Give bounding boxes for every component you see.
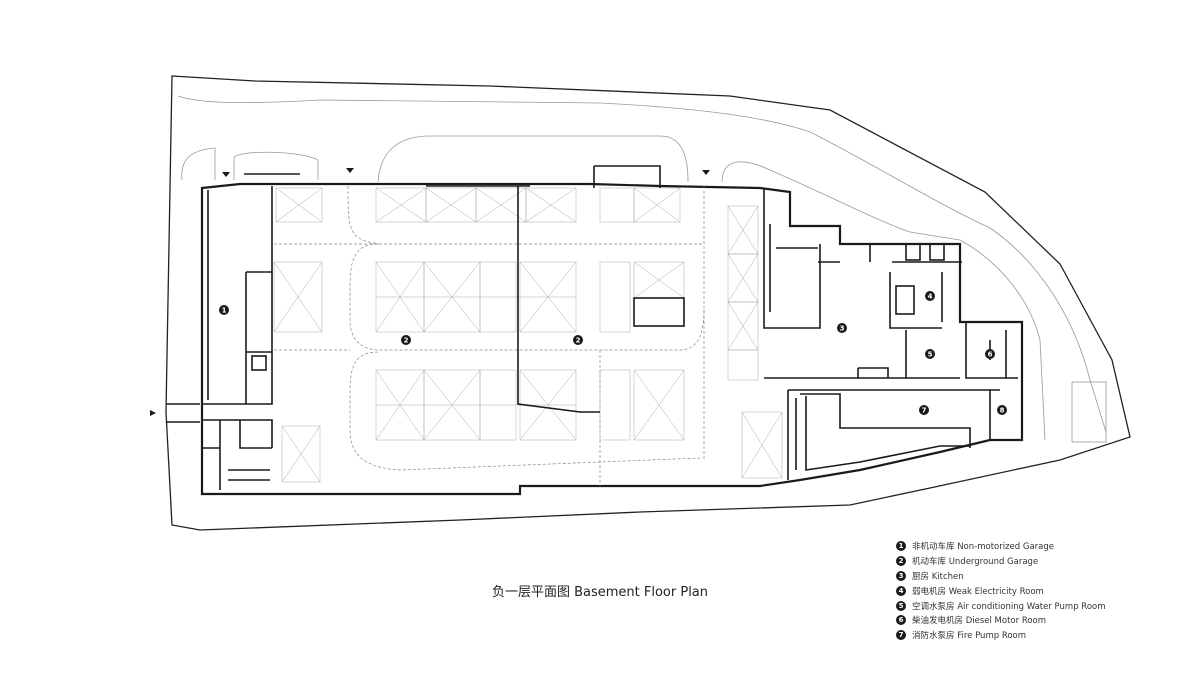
legend-item: 6 柴油发电机房 Diesel Motor Room bbox=[896, 613, 1192, 628]
svg-text:5: 5 bbox=[928, 351, 933, 359]
svg-text:6: 6 bbox=[988, 351, 993, 359]
legend-number: 7 bbox=[896, 630, 906, 641]
legend: 1 非机动车库 Non-motorized Garage 2 机动车库 Underg… bbox=[896, 539, 1192, 643]
site-road bbox=[177, 95, 1107, 433]
legend-number: 4 bbox=[896, 585, 906, 596]
legend-label: 柴油发电机房 Diesel Motor Room bbox=[912, 616, 1047, 627]
site-pad bbox=[1071, 381, 1107, 443]
legend-label: 弱电机房 Weak Electricity Room bbox=[912, 586, 1044, 597]
legend-item: 1 非机动车库 Non-motorized Garage bbox=[896, 539, 1192, 554]
parking-bays bbox=[273, 187, 783, 483]
site-boundary bbox=[165, 75, 1131, 531]
legend-label: 非机动车库 Non-motorized Garage bbox=[912, 542, 1054, 553]
legend-item: 3 厨房 Kitchen bbox=[896, 569, 1192, 584]
legend-number: 2 bbox=[896, 556, 906, 567]
legend-number: 3 bbox=[896, 570, 906, 581]
room-marker-5: 5 bbox=[925, 349, 935, 359]
room-marker-2b: 2 bbox=[573, 335, 583, 345]
interior-walls bbox=[166, 165, 1018, 490]
plan-caption: 负一层平面图 Basement Floor Plan bbox=[491, 585, 709, 600]
svg-text:7: 7 bbox=[922, 407, 927, 415]
legend-number: 5 bbox=[896, 600, 906, 611]
room-marker-4: 4 bbox=[925, 291, 935, 301]
svg-text:3: 3 bbox=[840, 325, 845, 333]
svg-text:4: 4 bbox=[928, 293, 933, 301]
room-marker-2a: 2 bbox=[401, 335, 411, 345]
legend-label: 消防水泵房 Fire Pump Room bbox=[912, 631, 1027, 642]
legend-label: 机动车库 Underground Garage bbox=[912, 557, 1039, 568]
legend-number: 1 bbox=[896, 541, 906, 552]
svg-text:1: 1 bbox=[222, 307, 227, 315]
svg-text:8: 8 bbox=[1000, 407, 1005, 415]
svg-text:2: 2 bbox=[576, 337, 581, 345]
room-markers: 1 2 2 3 4 5 6 7 8 bbox=[219, 291, 1007, 415]
room-marker-3: 3 bbox=[837, 323, 847, 333]
legend-label: 空调水泵房 Air conditioning Water Pump Room bbox=[912, 601, 1106, 612]
legend-item: 4 弱电机房 Weak Electricity Room bbox=[896, 583, 1192, 598]
room-marker-6: 6 bbox=[985, 349, 995, 359]
building-outline bbox=[200, 182, 1024, 496]
entrance-marker bbox=[150, 410, 156, 416]
svg-text:2: 2 bbox=[404, 337, 409, 345]
legend-number: 6 bbox=[896, 615, 906, 626]
legend-label: 厨房 Kitchen bbox=[912, 571, 964, 582]
parking-lanes bbox=[274, 185, 705, 486]
site-curb bbox=[181, 135, 1046, 441]
legend-item: 2 机动车库 Underground Garage bbox=[896, 554, 1192, 569]
entry-markers bbox=[222, 168, 710, 177]
legend-item: 5 空调水泵房 Air conditioning Water Pump Room bbox=[896, 598, 1192, 613]
room-marker-8: 8 bbox=[997, 405, 1007, 415]
room-marker-7: 7 bbox=[919, 405, 929, 415]
legend-item: 7 消防水泵房 Fire Pump Room bbox=[896, 628, 1192, 643]
room-marker-1: 1 bbox=[219, 305, 229, 315]
